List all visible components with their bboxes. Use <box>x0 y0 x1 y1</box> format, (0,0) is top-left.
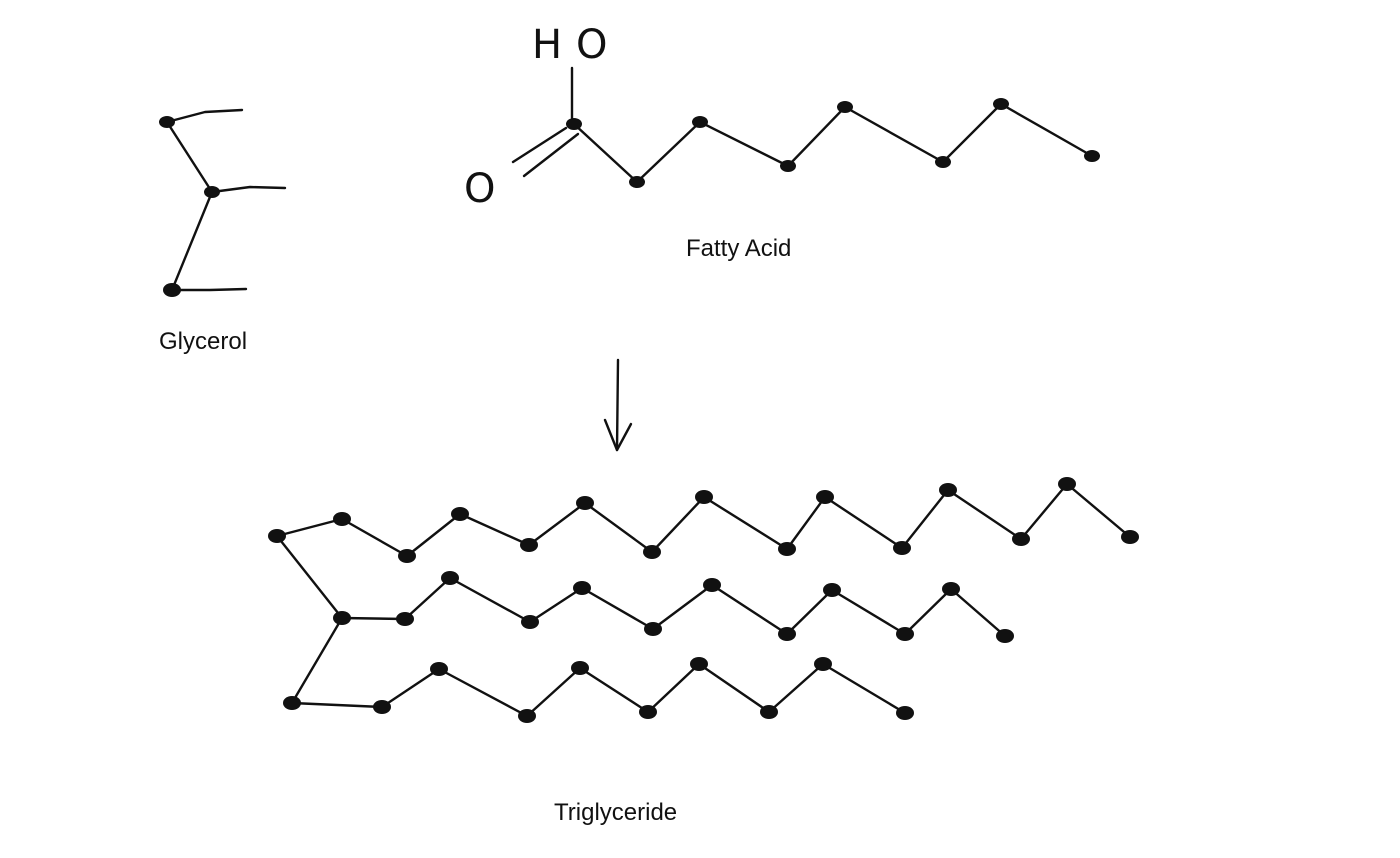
triglyceride-chain-1-carbon-atom <box>816 490 834 504</box>
hydroxyl-o-atom: O <box>576 22 607 68</box>
triglyceride-chain-2-bonds <box>340 576 1007 638</box>
fatty-acid-carbon-atom <box>993 98 1009 110</box>
triglyceride-chain-1-carbon-atom <box>1121 530 1139 544</box>
glycerol-bottom-bond <box>170 287 248 292</box>
reaction-arrow <box>603 358 633 452</box>
triglyceride-chain-1-carbon-atom <box>576 496 594 510</box>
triglyceride-chain-2-carbon-atom <box>703 578 721 592</box>
carbonyl-double-bond-a <box>511 126 568 164</box>
triglyceride-chain-1-carbon-atom <box>778 542 796 556</box>
triglyceride-chain-1-carbon-atom <box>268 529 286 543</box>
arrow-head <box>603 418 633 452</box>
triglyceride-chain-3-carbon-atom <box>430 662 448 676</box>
triglyceride-chain-1-carbon-atom <box>398 549 416 563</box>
triglyceride-chain-2-carbon-atom <box>996 629 1014 643</box>
triglyceride-chain-3-carbon-atom <box>760 705 778 719</box>
triglyceride-chain-2-carbon-atom <box>778 627 796 641</box>
triglyceride-chain-2-carbon-atom <box>333 611 351 625</box>
triglyceride-chain-3-carbon-atom <box>814 657 832 671</box>
glycerol-backbone-bonds <box>165 120 214 292</box>
arrow-shaft <box>615 358 620 452</box>
triglyceride-chain-1-carbon-atom <box>520 538 538 552</box>
triglyceride-chain-3-carbon-atom <box>571 661 589 675</box>
glycerol-label: Glycerol <box>159 328 248 355</box>
triglyceride-chain-3-bonds <box>290 662 907 718</box>
glycerol-carbon-atom <box>204 186 220 198</box>
triglyceride-chain-1-carbon-atom <box>893 541 911 555</box>
triglyceride-chain-2-carbon-atom <box>441 571 459 585</box>
triglyceride-label: Triglyceride <box>554 799 678 826</box>
triglyceride-glycerol-bonds <box>275 534 344 705</box>
glycerol-carbon-atom <box>159 116 175 128</box>
glycerol-middle-bond <box>210 185 287 194</box>
fatty-acid-carbon-atom <box>566 118 582 130</box>
carbonyl-o-atom: O <box>464 166 495 212</box>
glycerol-structure <box>159 108 287 297</box>
triglyceride-chain-2-carbon-atom <box>521 615 539 629</box>
fatty-acid-label: Fatty Acid <box>686 235 792 262</box>
triglyceride-chain-3-carbon-atom <box>283 696 301 710</box>
triglyceride-chain-1-carbon-atom <box>1058 477 1076 491</box>
fatty-acid-bonds <box>572 102 1094 184</box>
glycerol-carbon-atom <box>163 283 181 297</box>
triglyceride-chain-2-carbon-atom <box>396 612 414 626</box>
glycerol-top-bond <box>165 108 244 124</box>
triglyceride-structure <box>268 477 1139 723</box>
triglyceride-chain-3-carbon-atom <box>896 706 914 720</box>
hydroxyl-h-atom: H <box>532 22 562 68</box>
triglyceride-chain-2-carbon-atom <box>644 622 662 636</box>
triglyceride-chain-3-carbon-atom <box>639 705 657 719</box>
triglyceride-chain-3-carbon-atom <box>373 700 391 714</box>
triglyceride-chain-1-carbon-atom <box>939 483 957 497</box>
fatty-acid-carbon-atom <box>935 156 951 168</box>
fatty-acid-structure <box>511 66 1100 188</box>
triglyceride-chain-1-carbon-atom <box>333 512 351 526</box>
triglyceride-chain-1-carbon-atom <box>695 490 713 504</box>
triglyceride-chain-1-carbon-atom <box>643 545 661 559</box>
fatty-acid-carbon-atom <box>837 101 853 113</box>
triglyceride-chain-1-carbon-atom <box>1012 532 1030 546</box>
triglyceride-chain-3-carbon-atom <box>518 709 536 723</box>
triglyceride-chain-2-carbon-atom <box>823 583 841 597</box>
triglyceride-chain-2-carbon-atom <box>573 581 591 595</box>
triglyceride-chain-2-carbon-atom <box>896 627 914 641</box>
fatty-acid-carbon-atom <box>780 160 796 172</box>
fatty-acid-carbon-atom <box>1084 150 1100 162</box>
triglyceride-chain-2-carbon-atom <box>942 582 960 596</box>
fatty-acid-carbon-atom <box>692 116 708 128</box>
carbonyl-double-bond-b <box>522 132 580 178</box>
triglyceride-chain-1-carbon-atom <box>451 507 469 521</box>
triglyceride-chain-3-carbon-atom <box>690 657 708 671</box>
fatty-acid-carbon-atom <box>629 176 645 188</box>
